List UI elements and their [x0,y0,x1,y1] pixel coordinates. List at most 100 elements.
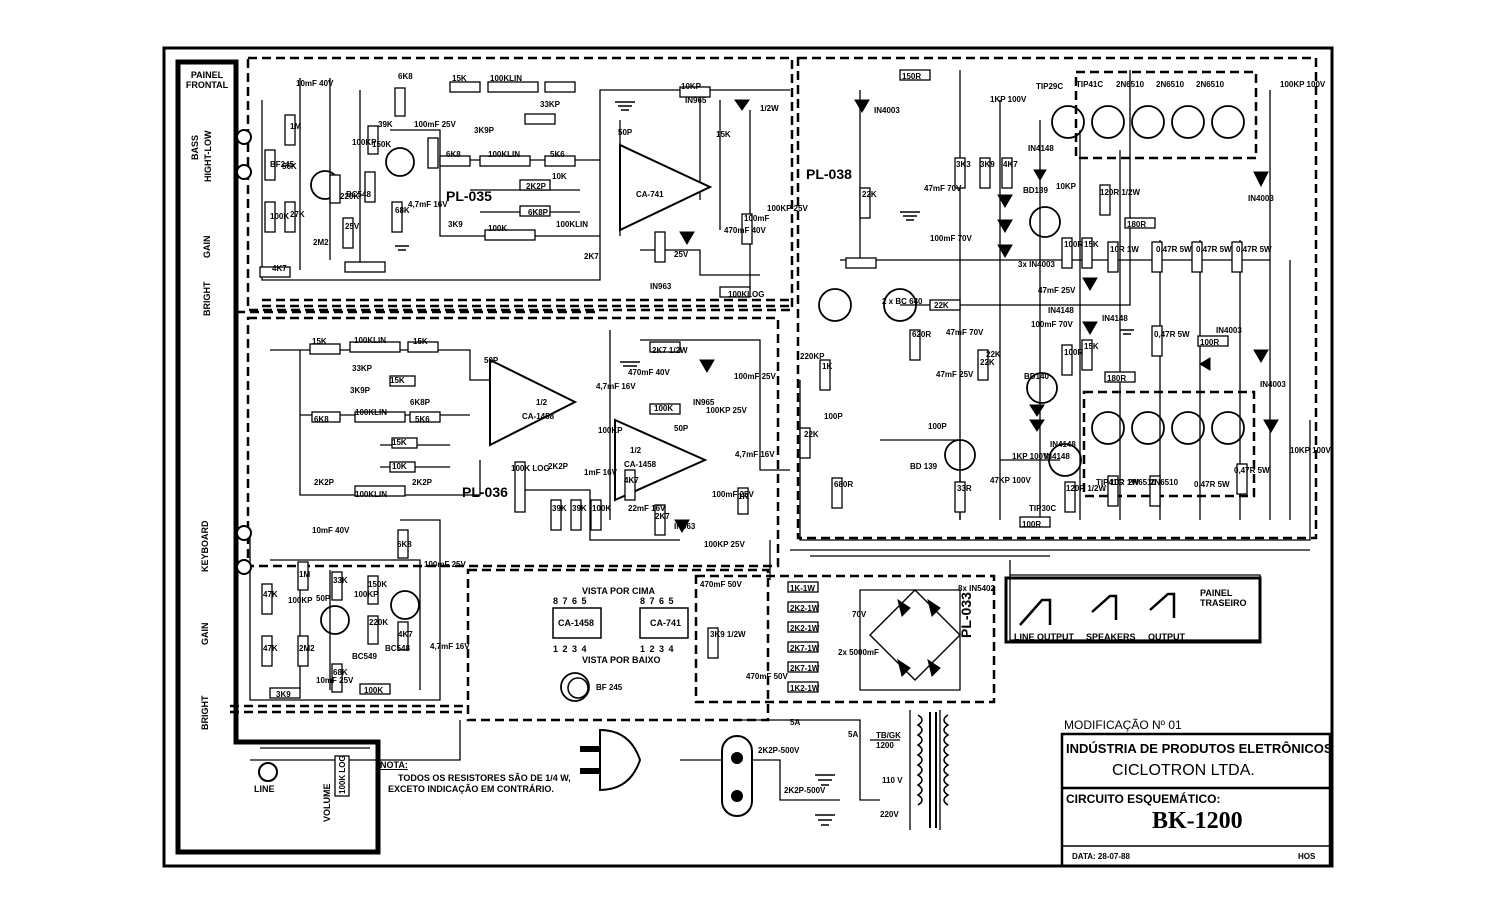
component-label: 0,47R 5W [1156,245,1192,254]
component-label: 1K-1W [790,584,815,593]
component-label: 100R [1200,338,1220,347]
component-label: 33KP [352,364,373,373]
component-label: 100KLIN [355,490,388,499]
component-label: 680R [834,480,854,489]
component-label: 1/2 [536,398,548,407]
component-label: 6K8 [446,150,461,159]
component-label: 100KP [354,590,379,599]
front-panel-border [175,59,381,855]
component-label: 100R [1064,240,1084,249]
component-label: 4K7 [398,630,413,639]
input-label-line: LINE [254,784,275,794]
rear-panel-label-1: PAINEL [1200,588,1233,598]
component-label: CA-1458 [624,460,657,469]
component-label: 5K6 [550,150,565,159]
component-label: 2K2-1W [790,624,820,633]
component-label: 15K [452,74,467,83]
board-label-pl035: PL-035 [446,188,492,204]
input-label-gain-bottom: GAIN [200,622,210,646]
component-label: 27K [290,210,305,219]
component-label: 180R [1127,220,1147,229]
component-label: 22mF 16V [628,504,666,513]
component-label: 6K8 [314,415,329,424]
component-label: BF245 [270,160,295,169]
component-label: TIP41C [1096,478,1124,487]
ic1-name: CA-1458 [558,618,595,628]
input-jacks [236,129,278,782]
component-label: IN965 [685,96,707,105]
component-label: 0,47R 5W [1196,245,1232,254]
component-label: 15K [716,130,731,139]
component-label: 15K [392,438,407,447]
component-label: 33KP [540,100,561,109]
component-label: 50P [484,356,499,365]
component-label: 4,7mF 16V [430,642,470,651]
component-label: 5K6 [415,415,430,424]
component-label: IN965 [693,398,715,407]
component-label: 2K2-1W [790,604,820,613]
pl033-outline [694,574,996,704]
component-label: CA-1458 [522,412,555,421]
component-label: 6K8 [398,72,413,81]
component-label: BD 139 [910,462,938,471]
component-label: 100mF 25V [712,490,754,499]
component-label: 100P [928,422,947,431]
component-label: 1K [738,492,749,501]
bridge-rectifier [869,589,961,681]
component-label: 3K9 [448,220,463,229]
input-label-gain-top: GAIN [202,235,212,259]
model-name: BK-1200 [1152,808,1243,834]
component-label: 2K7 [584,252,599,261]
component-label: 8x IN5402 [958,584,995,593]
component-label: 68K [395,206,410,215]
component-label: 47K [263,590,278,599]
component-label: 22K [804,430,819,439]
resistors [259,69,1248,797]
component-label: 3K9 1/2W [710,630,746,639]
pl036-outline [246,316,780,568]
component-label: 15K [413,337,428,346]
date-label: DATA: 28-07-88 [1072,852,1130,861]
opamps [489,143,713,502]
ic1-pins-bottom: 1 2 3 4 [553,644,588,654]
opamp-ca1458-b [614,418,708,502]
component-label: 100mF 25V [734,372,776,381]
component-label: 25V [674,250,689,259]
component-label: 33K [333,576,348,585]
front-panel-label: PAINEL FRONTAL [185,70,229,90]
wiring [249,70,1311,830]
component-label: 100KLIN [488,150,521,159]
component-label: 470mF 50V [746,672,788,681]
component-label: IN4148 [1028,144,1054,153]
input-label-bright-top: BRIGHT [202,281,212,317]
mains-cap-2: 2K2P-500V [784,786,826,795]
ic1-pins-top: 8 7 6 5 [553,596,588,606]
pl035-outline [246,56,794,312]
transformer-label: TB/GK 1200 [876,731,901,750]
rear-label-line-output: LINE OUTPUT [1014,632,1074,642]
note-line-1: TODOS OS RESISTORES SÃO DE 1/4 W, [398,773,571,783]
component-label: 100KP 100V [1280,80,1326,89]
rear-jacks [1019,592,1176,626]
component-label: 50P [316,594,331,603]
component-label: BC548 [346,190,371,199]
component-label: 100mF 25V [414,120,456,129]
component-label: TIP41C [1076,80,1104,89]
component-label: 6K8P [410,398,431,407]
component-label: 1M [299,570,311,579]
input-label-hight-low: HIGHT-LOW [203,130,213,183]
component-label: 70V [852,610,867,619]
component-label: 39K [552,504,567,513]
note-line-2: EXCETO INDICAÇÃO EM CONTRÁRIO. [388,784,554,794]
modification-label: MODIFICAÇÃO Nº 01 [1064,718,1182,732]
rear-panel-label-2: TRASEIRO [1200,598,1247,608]
component-label: 47mF 70V [924,184,962,193]
component-label: 6K8P [528,208,549,217]
component-label: BD140 [1024,372,1049,381]
component-label: 10mF 25V [316,676,354,685]
component-label: 56K [282,162,297,171]
component-label: 2K2P [412,478,433,487]
component-label: 100KP 25V [767,204,808,213]
component-label: 100P [824,412,843,421]
